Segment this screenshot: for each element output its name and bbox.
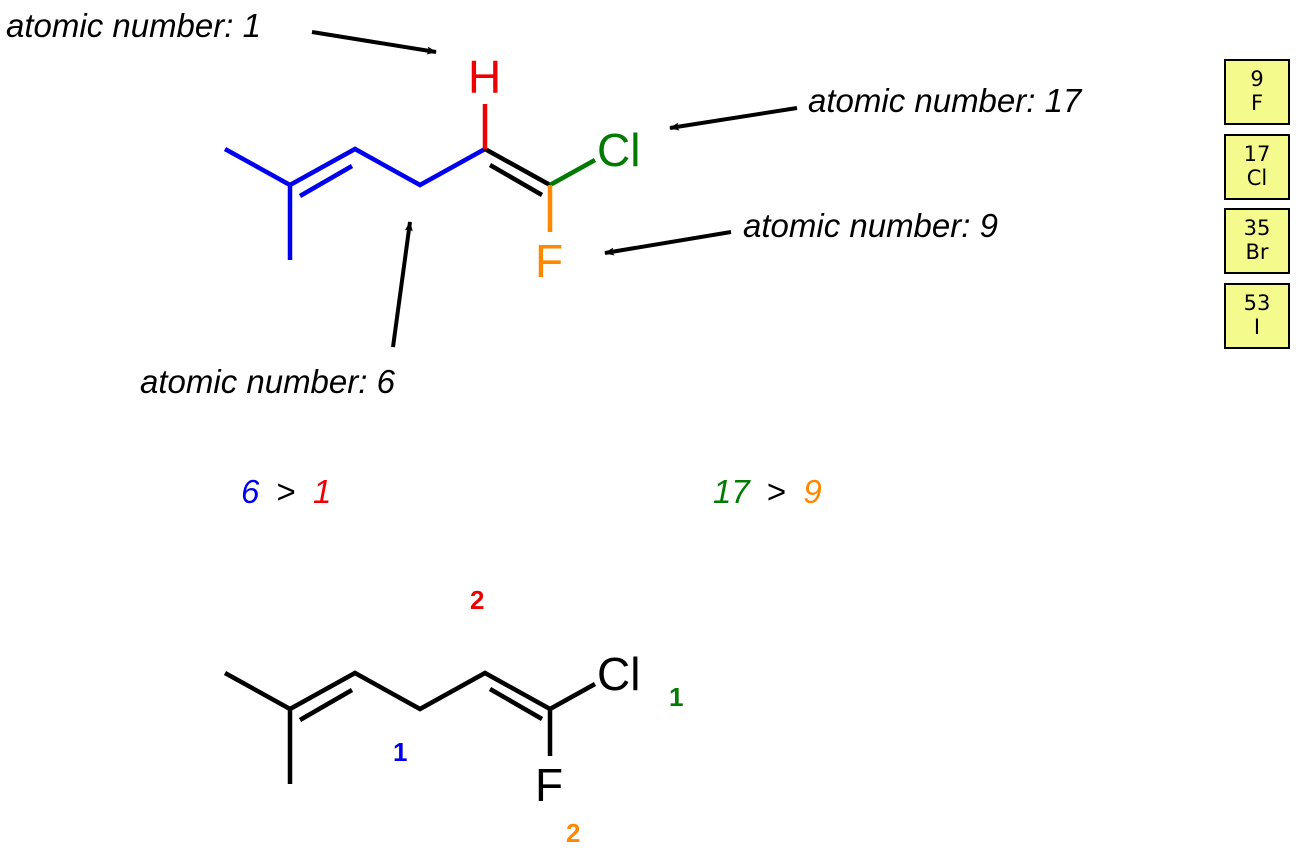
arrow-f <box>604 230 732 256</box>
bottom-chain-bonds <box>223 670 552 784</box>
annotation-cl: atomic number: 17 <box>808 82 1083 119</box>
periodic-tiles: 9 F 17 Cl 35 Br 53 I <box>1224 59 1290 349</box>
comparison-left-low: 1 <box>313 473 331 510</box>
bottom-c-cl-bond <box>548 682 597 711</box>
tile-cl-number: 17 <box>1244 142 1271 166</box>
atom-cl: Cl <box>597 124 640 176</box>
carbon-chain-bonds <box>223 146 487 260</box>
comparison-left-op: > <box>277 473 296 510</box>
periodic-tile-br: 35 Br <box>1224 208 1290 274</box>
comparison-right-low: 9 <box>803 473 821 510</box>
tile-i-number: 53 <box>1244 291 1271 315</box>
annotations: atomic number: 1 atomic number: 17 atomi… <box>6 7 1083 400</box>
tile-f-symbol: F <box>1251 91 1263 115</box>
comparison-right-op: > <box>767 473 786 510</box>
tile-f-number: 9 <box>1250 67 1263 91</box>
rank-c: 1 <box>393 737 407 767</box>
comparison-left: 6 > 1 <box>241 473 331 510</box>
comparison-left-high: 6 <box>241 473 260 510</box>
arrow-cl <box>669 106 798 131</box>
periodic-tile-i: 53 I <box>1224 283 1290 349</box>
bottom-atom-cl: Cl <box>597 648 640 700</box>
comparison-right-high: 17 <box>713 473 751 510</box>
annotation-f: atomic number: 9 <box>743 207 998 244</box>
arrow-h <box>311 30 437 55</box>
comparison-right: 17 > 9 <box>713 473 822 510</box>
c-cl-bond <box>548 158 597 187</box>
tile-br-number: 35 <box>1244 216 1271 240</box>
top-molecule: H Cl F <box>223 51 640 287</box>
bottom-molecule: Cl F 2 1 1 2 <box>223 585 683 848</box>
tile-br-symbol: Br <box>1245 240 1268 264</box>
bottom-atom-f: F <box>535 759 563 811</box>
annotation-h: atomic number: 1 <box>6 7 261 44</box>
tile-i-symbol: I <box>1254 315 1260 339</box>
tile-cl-symbol: Cl <box>1247 166 1268 190</box>
arrow-c <box>391 221 413 348</box>
svg-text:17 > 9: 17 > 9 <box>713 473 822 510</box>
rank-h: 2 <box>470 585 484 615</box>
bottom-left-double-line <box>298 688 354 722</box>
periodic-tile-cl: 17 Cl <box>1224 134 1290 200</box>
rank-f: 2 <box>566 818 580 848</box>
annotation-c: atomic number: 6 <box>140 363 396 400</box>
right-alkene-bond <box>483 147 552 197</box>
bottom-right-double-line <box>488 687 544 721</box>
atom-f: F <box>535 235 563 287</box>
periodic-tile-f: 9 F <box>1224 59 1290 125</box>
svg-text:6 > 1: 6 > 1 <box>241 473 331 510</box>
rank-cl: 1 <box>669 682 683 712</box>
left-alkene-double-line <box>298 164 354 198</box>
atom-h: H <box>468 51 501 103</box>
